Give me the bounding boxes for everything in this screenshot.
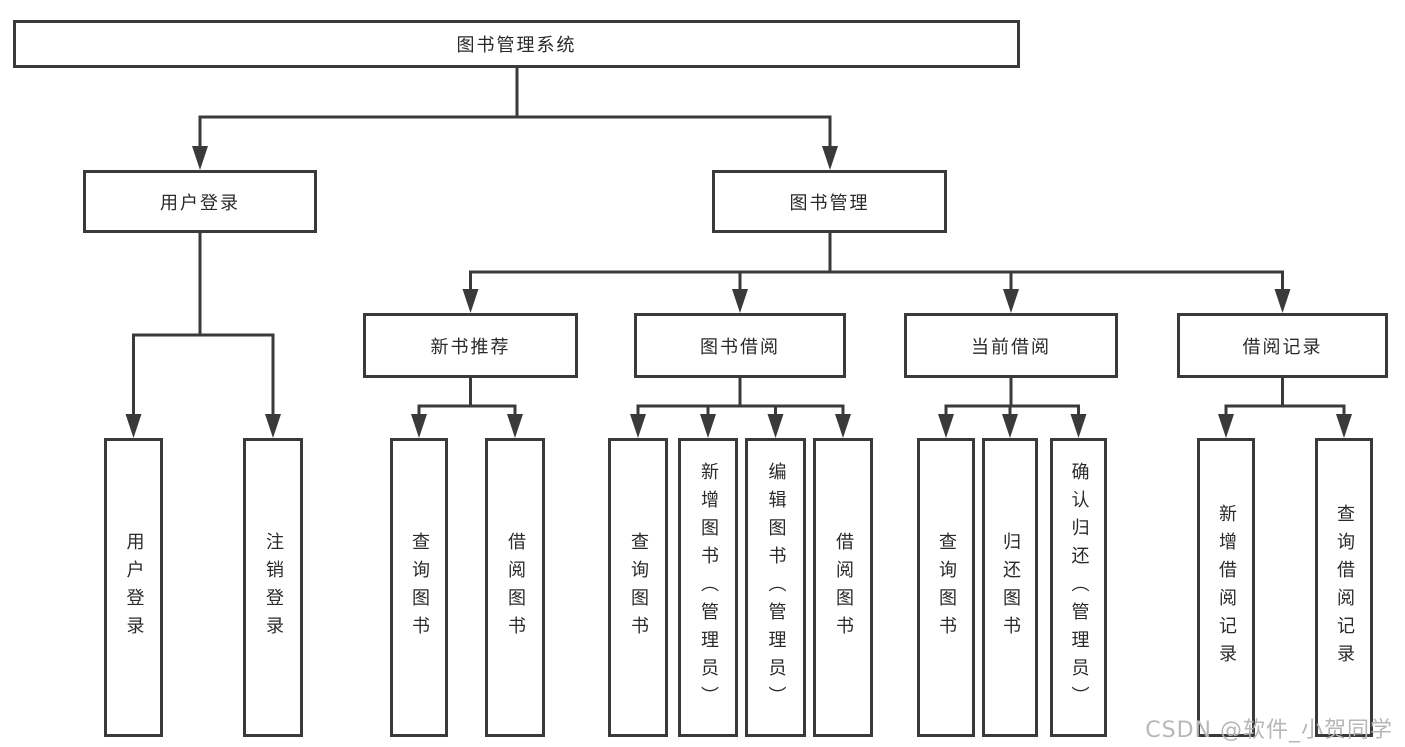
leaf-borrow-add-books-admin: 新增图书（管理员）	[678, 438, 738, 737]
leaf-records-query-borrow-record: 查询借阅记录	[1315, 438, 1373, 737]
csdn-watermark: CSDN @软件_小贺同学	[1145, 718, 1393, 743]
connector-current-borrowing-to-leaves	[938, 376, 1087, 438]
connector-borrowing-records-to-leaves	[1218, 376, 1352, 438]
leaf-current-query-books: 查询图书	[917, 438, 975, 737]
connector-book-borrowing-to-leaves	[630, 376, 851, 438]
leaf-logout: 注销登录	[243, 438, 303, 737]
connector-root-to-level2	[192, 68, 838, 170]
node-new-book-recommendation: 新书推荐	[363, 313, 578, 378]
node-book-borrowing: 图书借阅	[634, 313, 846, 378]
node-book-management: 图书管理	[712, 170, 947, 233]
leaf-current-confirm-return-admin: 确认归还（管理员）	[1050, 438, 1107, 737]
leaf-borrow-edit-books-admin: 编辑图书（管理员）	[745, 438, 806, 737]
leaf-current-return-books: 归还图书	[982, 438, 1038, 737]
node-user-login: 用户登录	[83, 170, 317, 233]
node-borrowing-records: 借阅记录	[1177, 313, 1388, 378]
leaf-recommend-borrow-books: 借阅图书	[485, 438, 545, 737]
node-library-management-system: 图书管理系统	[13, 20, 1020, 68]
leaf-records-add-borrow-record: 新增借阅记录	[1197, 438, 1255, 737]
node-current-borrowing: 当前借阅	[904, 313, 1118, 378]
leaf-borrow-borrow-books: 借阅图书	[813, 438, 873, 737]
leaf-recommend-query-books: 查询图书	[390, 438, 448, 737]
connector-user-login-to-leaves	[125, 231, 281, 438]
connector-new-book-recommendation-to-leaves	[411, 376, 523, 438]
leaf-borrow-query-books: 查询图书	[608, 438, 668, 737]
leaf-user-login: 用户登录	[104, 438, 163, 737]
connector-book-management-to-level3	[462, 231, 1291, 313]
